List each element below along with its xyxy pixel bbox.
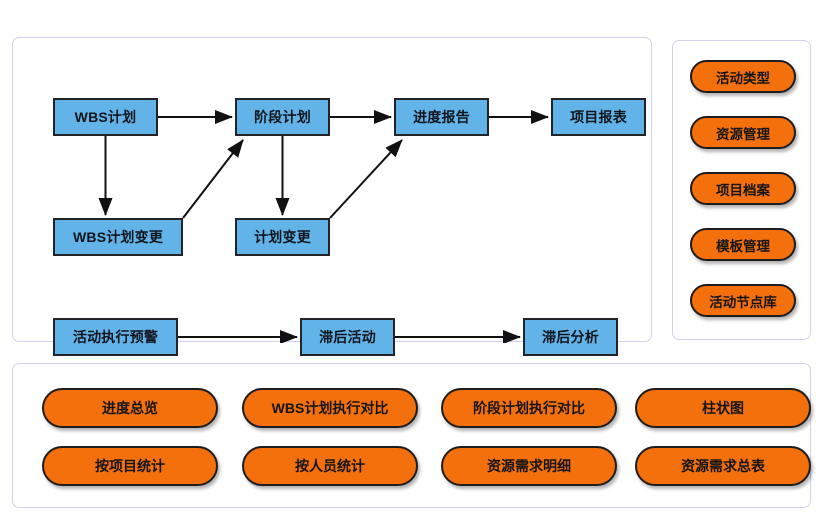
- report-shortcuts-panel: 进度总览 WBS计划执行对比 阶段计划执行对比 柱状图 按项目统计 按人员统计 …: [12, 363, 811, 508]
- flow-node-progress-report[interactable]: 进度报告: [394, 98, 489, 136]
- flow-node-project-statement[interactable]: 项目报表: [551, 98, 646, 136]
- report-button-3[interactable]: 柱状图: [635, 388, 811, 428]
- report-button-7[interactable]: 资源需求总表: [635, 446, 811, 486]
- flow-diagram-panel: WBS计划 阶段计划 进度报告 项目报表 WBS计划变更 计划变更活动执行预警 滞后活动 滞后…: [12, 37, 652, 356]
- flow-node-activity-warning[interactable]: 活动执行预警: [53, 318, 178, 356]
- side-button-4[interactable]: 活动节点库: [690, 284, 796, 317]
- flow-node-wbs-plan-change[interactable]: WBS计划变更: [53, 218, 183, 256]
- report-button-1[interactable]: WBS计划执行对比: [242, 388, 418, 428]
- side-button-0[interactable]: 活动类型: [690, 60, 796, 93]
- side-button-1[interactable]: 资源管理: [690, 116, 796, 149]
- flow-node-lag-activity[interactable]: 滞后活动: [300, 318, 395, 356]
- flow-node-wbs-plan[interactable]: WBS计划: [53, 98, 158, 136]
- report-button-4[interactable]: 按项目统计: [42, 446, 218, 486]
- flow-node-stage-plan[interactable]: 阶段计划: [235, 98, 330, 136]
- flow-arrows: [98, 110, 549, 343]
- flow-node-plan-change[interactable]: 计划变更: [235, 218, 330, 256]
- arrow-wbs-plan-change-to-stage-plan: [182, 139, 244, 219]
- flow-node-lag-analysis[interactable]: 滞后分析: [523, 318, 618, 356]
- report-button-0[interactable]: 进度总览: [42, 388, 218, 428]
- side-button-2[interactable]: 项目档案: [690, 172, 796, 205]
- side-button-3[interactable]: 模板管理: [690, 228, 796, 261]
- side-module-panel: 活动类型 资源管理 项目档案 模板管理 活动节点库: [672, 40, 811, 340]
- report-button-5[interactable]: 按人员统计: [242, 446, 418, 486]
- report-button-2[interactable]: 阶段计划执行对比: [441, 388, 617, 428]
- report-button-6[interactable]: 资源需求明细: [441, 446, 617, 486]
- arrow-plan-change-to-progress-report: [329, 139, 403, 219]
